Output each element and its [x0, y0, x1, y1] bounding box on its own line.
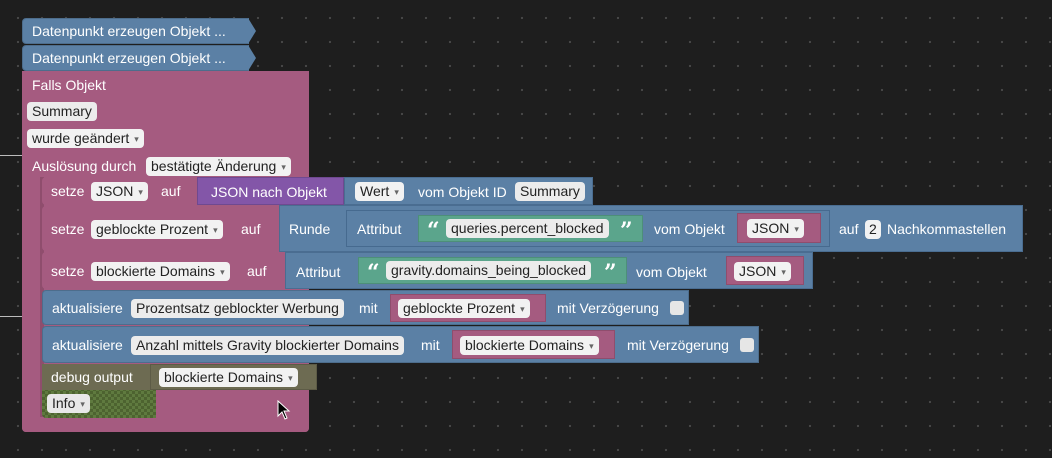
domains-attr-field[interactable]: gravity.domains_being_blocked	[386, 261, 592, 280]
create-datapoint-block-2[interactable]: Datenpunkt erzeugen Objekt ...	[22, 45, 249, 71]
domains-object-var-dropdown[interactable]: JSON▾	[734, 262, 791, 281]
trigger-title: Falls Objekt	[32, 77, 106, 93]
create-datapoint-block-1[interactable]: Datenpunkt erzeugen Objekt ...	[22, 18, 249, 44]
round-label: Runde	[289, 221, 331, 237]
update-percent-label: aktualisiere	[52, 300, 123, 316]
get-value-from-label: vom Objekt ID	[418, 184, 507, 200]
chevron-down-icon: ▾	[80, 399, 85, 409]
set-json-setze: setze	[51, 183, 85, 199]
set-json-block[interactable]: setze JSON▾ auf	[42, 177, 192, 205]
update-domains-delay-label: mit Verzögerung	[627, 337, 729, 353]
domains-string-block[interactable]: “ gravity.domains_being_blocked ”	[358, 257, 627, 284]
round-auf-label: auf	[839, 221, 859, 237]
set-domains-block[interactable]: setze blockierte Domains▾ auf	[42, 252, 282, 289]
attribute-domains-from-label: vom Objekt	[636, 264, 707, 280]
chevron-down-icon: ▾	[288, 373, 293, 383]
percent-object-var-dropdown[interactable]: JSON▾	[747, 219, 804, 238]
chevron-down-icon: ▾	[589, 341, 594, 351]
mouse-cursor-icon	[277, 400, 291, 420]
json-to-object-label: JSON nach Objekt	[211, 184, 327, 200]
set-percent-setze: setze	[51, 221, 85, 237]
attribute-domains-label: Attribut	[296, 264, 341, 280]
update-domains-value-dropdown[interactable]: blockierte Domains▾	[460, 336, 599, 355]
workspace-divider-top	[0, 155, 22, 156]
debug-level-dropdown[interactable]: Info▾	[47, 394, 90, 413]
workspace-divider-bottom	[0, 316, 22, 317]
trigger-condition-dropdown[interactable]: wurde geändert▾	[27, 129, 144, 148]
chevron-down-icon: ▾	[394, 187, 399, 197]
domains-object-var-block[interactable]: JSON▾	[726, 256, 804, 285]
set-domains-auf: auf	[247, 263, 267, 279]
set-domains-setze: setze	[51, 263, 85, 279]
update-domains-delay-checkbox[interactable]	[740, 338, 754, 352]
update-domains-block[interactable]: aktualisiere Anzahl mittels Gravity bloc…	[42, 326, 759, 363]
chevron-down-icon: ▾	[134, 134, 139, 144]
get-value-block[interactable]: Wert▾ vom Objekt ID Summary	[344, 177, 593, 205]
quote-close-icon: ”	[604, 260, 617, 286]
decimal-places-field[interactable]: 2	[865, 220, 881, 239]
chevron-down-icon: ▾	[520, 304, 525, 314]
debug-block[interactable]: debug output Info▾	[42, 364, 156, 418]
update-domains-mit: mit	[421, 337, 440, 353]
chevron-down-icon: ▾	[220, 267, 225, 277]
update-percent-mit: mit	[359, 300, 378, 316]
create-datapoint-label-1: Datenpunkt erzeugen Objekt ...	[32, 23, 226, 39]
update-percent-block[interactable]: aktualisiere Prozentsatz geblockter Werb…	[42, 290, 689, 325]
set-json-var-dropdown[interactable]: JSON▾	[91, 182, 148, 201]
value-type-dropdown[interactable]: Wert▾	[355, 182, 404, 201]
chevron-down-icon: ▾	[138, 187, 143, 197]
percent-attr-field[interactable]: queries.percent_blocked	[446, 219, 609, 238]
percent-object-var-block[interactable]: JSON▾	[737, 213, 821, 243]
update-percent-value-dropdown[interactable]: geblockte Prozent▾	[398, 299, 530, 318]
block-tab-1	[248, 18, 256, 44]
update-domains-label: aktualisiere	[52, 337, 123, 353]
debug-value-dropdown[interactable]: blockierte Domains▾	[159, 368, 298, 387]
trigger-mode-label: Auslösung durch	[32, 158, 137, 174]
update-percent-value-block[interactable]: geblockte Prozent▾	[390, 294, 546, 322]
update-domains-target-field[interactable]: Anzahl mittels Gravity blockierter Domai…	[131, 336, 404, 355]
quote-open-icon: “	[427, 218, 440, 244]
set-percent-block[interactable]: setze geblockte Prozent▾ auf	[42, 206, 279, 251]
create-datapoint-label-2: Datenpunkt erzeugen Objekt ...	[32, 50, 226, 66]
attribute-percent-from-label: vom Objekt	[654, 221, 725, 237]
chevron-down-icon: ▾	[794, 224, 799, 234]
chevron-down-icon: ▾	[781, 267, 786, 277]
chevron-down-icon: ▾	[213, 225, 218, 235]
debug-header	[42, 364, 156, 390]
json-to-object-block[interactable]: JSON nach Objekt	[197, 177, 344, 205]
attribute-percent-label: Attribut	[357, 221, 402, 237]
debug-label: debug output	[51, 369, 133, 385]
object-id-field[interactable]: Summary	[515, 182, 585, 201]
set-json-auf: auf	[161, 183, 181, 199]
update-percent-delay-label: mit Verzögerung	[557, 300, 659, 316]
block-tab-2	[248, 45, 256, 71]
trigger-footer	[22, 418, 309, 432]
update-percent-delay-checkbox[interactable]	[670, 301, 684, 315]
set-percent-var-dropdown[interactable]: geblockte Prozent▾	[91, 220, 223, 239]
quote-open-icon: “	[367, 260, 380, 286]
update-percent-target-field[interactable]: Prozentsatz geblockter Werbung	[131, 299, 344, 318]
percent-string-block[interactable]: “ queries.percent_blocked ”	[418, 215, 643, 242]
trigger-mode-dropdown[interactable]: bestätigte Änderung▾	[146, 157, 291, 176]
quote-close-icon: ”	[620, 218, 633, 244]
debug-value-block[interactable]: blockierte Domains▾	[150, 364, 317, 390]
decimal-places-label: Nachkommastellen	[887, 221, 1007, 237]
trigger-object-field[interactable]: Summary	[27, 102, 97, 121]
set-domains-var-dropdown[interactable]: blockierte Domains▾	[91, 262, 230, 281]
chevron-down-icon: ▾	[281, 162, 286, 172]
update-domains-value-block[interactable]: blockierte Domains▾	[452, 330, 615, 359]
set-percent-auf: auf	[241, 221, 261, 237]
